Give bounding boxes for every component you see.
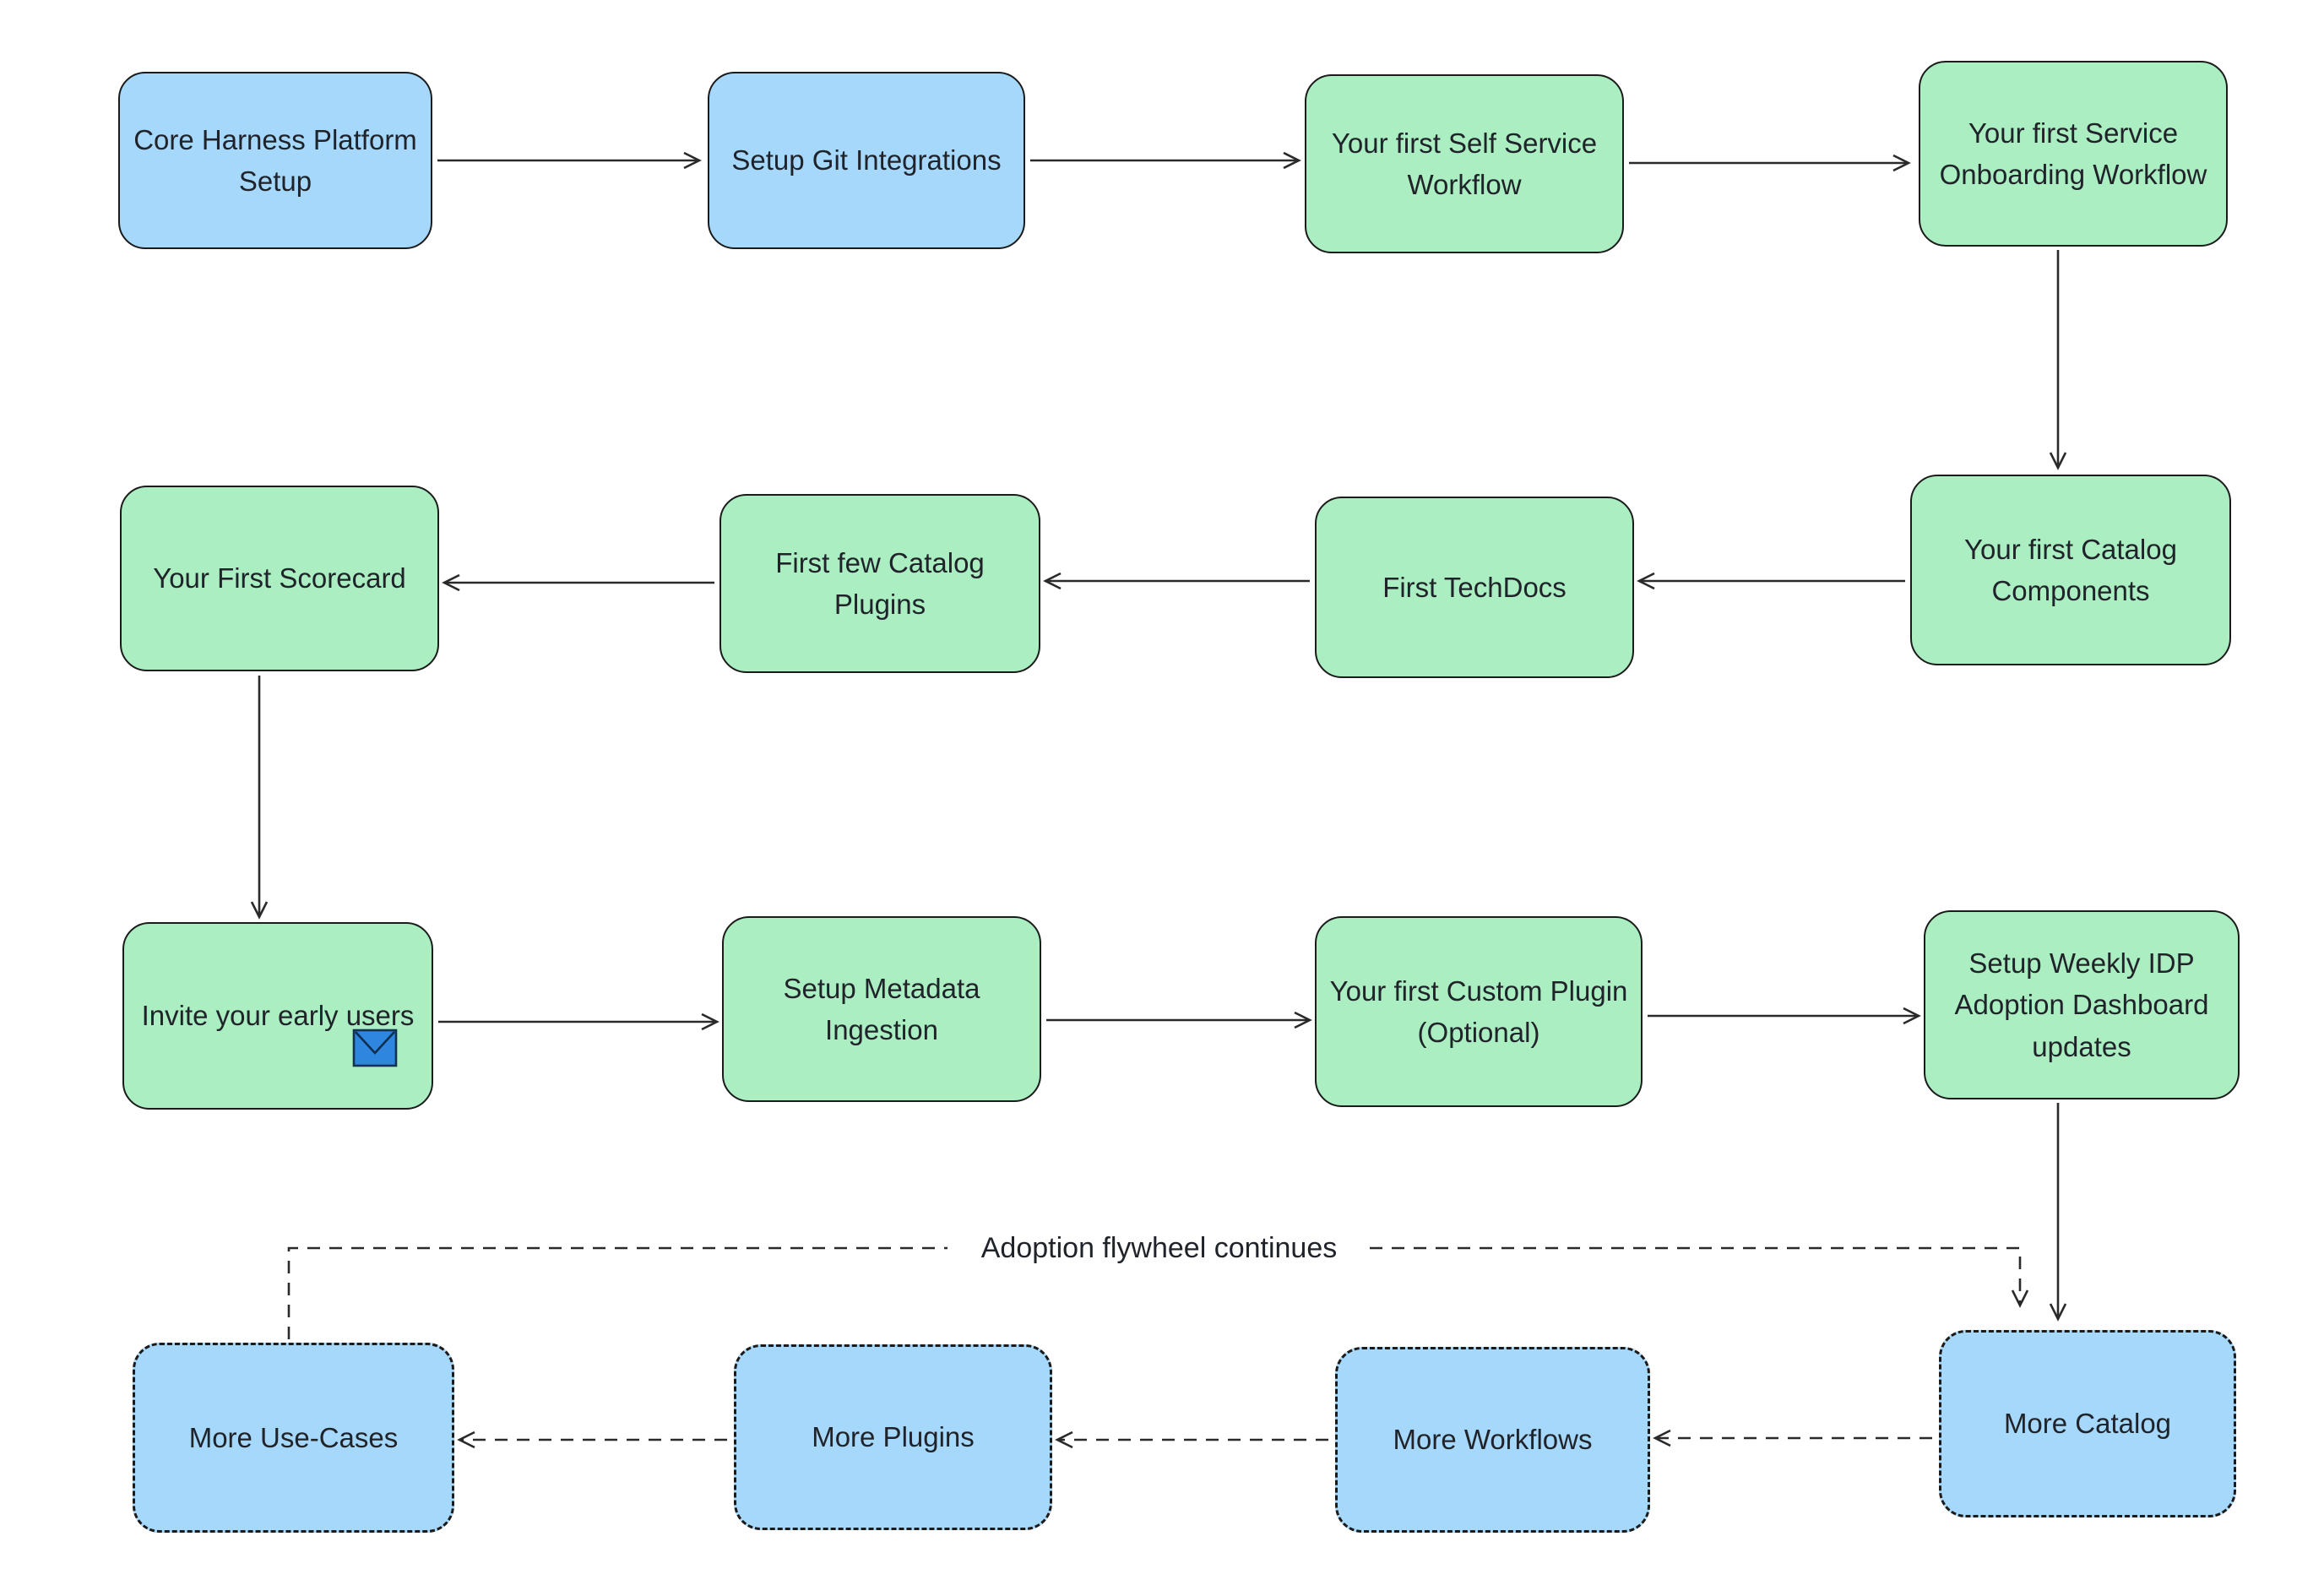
node-first-self-service-workflow[interactable]: Your first Self Service Workflow (1305, 74, 1624, 253)
node-label: Your first Custom Plugin (Optional) (1329, 974, 1628, 1049)
node-label: Setup Weekly IDP Adoption Dashboard upda… (1954, 947, 2209, 1062)
node-label: Setup Metadata Ingestion (783, 972, 980, 1046)
node-label: Your first Service Onboarding Workflow (1939, 117, 2207, 191)
node-more-use-cases[interactable]: More Use-Cases (133, 1343, 454, 1533)
node-label: First TechDocs (1382, 571, 1567, 603)
node-invite-early-users[interactable]: Invite your early users (122, 922, 433, 1110)
node-label: More Use-Cases (188, 1421, 399, 1453)
node-label: More Catalog (2003, 1408, 2172, 1440)
node-label: Setup Git Integrations (731, 144, 1002, 176)
node-core-harness-platform-setup[interactable]: Core Harness Platform Setup (118, 72, 432, 249)
node-first-techdocs[interactable]: First TechDocs (1315, 497, 1634, 678)
node-first-custom-plugin[interactable]: Your first Custom Plugin (Optional) (1315, 916, 1643, 1107)
node-more-plugins[interactable]: More Plugins (734, 1344, 1052, 1530)
node-more-catalog[interactable]: More Catalog (1939, 1330, 2236, 1517)
node-setup-git-integrations[interactable]: Setup Git Integrations (708, 72, 1025, 249)
node-label: Invite your early users (141, 1000, 415, 1032)
node-first-few-catalog-plugins[interactable]: First few Catalog Plugins (719, 494, 1040, 673)
node-label: Your first Catalog Components (1964, 533, 2177, 607)
node-setup-weekly-idp-adoption-dashboard-updates[interactable]: Setup Weekly IDP Adoption Dashboard upda… (1924, 910, 2240, 1099)
node-first-scorecard[interactable]: Your First Scorecard (120, 486, 439, 671)
node-label: More Workflows (1393, 1424, 1593, 1456)
node-setup-metadata-ingestion[interactable]: Setup Metadata Ingestion (722, 916, 1041, 1102)
flywheel-path-right (1370, 1246, 2029, 1308)
node-label: Your First Scorecard (153, 562, 406, 594)
flywheel-label: Adoption flywheel continues (980, 1231, 1338, 1264)
envelope-icon (352, 1029, 398, 1067)
node-more-workflows[interactable]: More Workflows (1335, 1347, 1650, 1533)
flywheel-path-left (287, 1246, 948, 1339)
node-label: First few Catalog Plugins (775, 546, 985, 621)
node-first-catalog-components[interactable]: Your first Catalog Components (1910, 475, 2231, 665)
node-label: Core Harness Platform Setup (133, 123, 417, 198)
node-first-service-onboarding-workflow[interactable]: Your first Service Onboarding Workflow (1919, 61, 2228, 247)
node-label: Your first Self Service Workflow (1331, 127, 1598, 201)
node-label: More Plugins (812, 1421, 975, 1453)
